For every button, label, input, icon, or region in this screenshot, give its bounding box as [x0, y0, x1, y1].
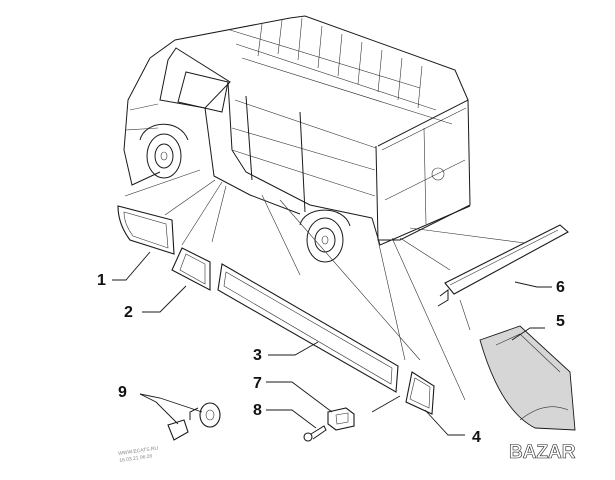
callout-5: 5 [556, 313, 565, 330]
callout-7: 7 [253, 375, 262, 392]
leader-lines [112, 251, 552, 436]
projection-lines [124, 169, 541, 401]
callout-4: 4 [472, 429, 481, 446]
part-6-rear-moulding [437, 224, 569, 307]
part-1-moulding [117, 205, 175, 255]
part-7-clip [327, 407, 355, 431]
part-5-corner-panel [479, 325, 576, 431]
callout-3: 3 [253, 347, 262, 364]
callout-labels: 1 2 3 4 5 6 7 8 9 [97, 272, 565, 446]
part-8-screw [303, 425, 327, 442]
brand-logo: BAZAR [509, 442, 576, 463]
callout-1: 1 [97, 272, 106, 289]
callout-9: 9 [118, 384, 127, 401]
van-illustration [123, 15, 471, 263]
part-2-trim [171, 247, 211, 291]
part-3-side-moulding [217, 263, 399, 393]
stamp-line-1: WWW.ECATS.RU [118, 445, 159, 457]
stamp-line-2: 16.03.21 06:26 [119, 453, 153, 464]
rear-wheel [306, 217, 344, 263]
callout-2: 2 [124, 304, 133, 321]
source-stamp: WWW.ECATS.RU 16.03.21 06:26 [118, 445, 159, 464]
front-wheel [146, 133, 182, 179]
callout-6: 6 [556, 279, 565, 296]
watermark-text: timshelparts2018 [408, 14, 539, 31]
part-4-moulding [405, 371, 435, 415]
callout-8: 8 [253, 402, 262, 419]
part-9-fastener [167, 402, 221, 441]
